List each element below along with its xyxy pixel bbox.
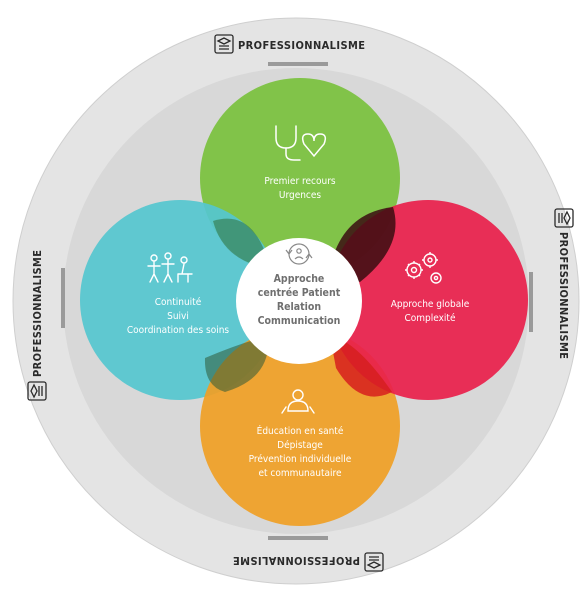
band-label-left-group: PROFESSIONNALISME (27, 250, 47, 401)
people-group-icon (147, 252, 193, 283)
graduate-book-icon (364, 552, 384, 572)
band-tick-bottom (268, 536, 328, 540)
band-label-left: PROFESSIONNALISME (31, 250, 44, 377)
band-label-bottom: PROFESSIONNALISME (233, 554, 360, 567)
overlap-bottom-right (330, 336, 392, 397)
stethoscope-heart-icon (275, 125, 327, 161)
right-line-1: Approche globale (391, 299, 470, 310)
bottom-line-2: Dépistage (277, 439, 323, 451)
band-tick-left (61, 268, 65, 328)
center-line-3: Relation (277, 301, 321, 313)
band-label-top-group: PROFESSIONNALISME (214, 34, 365, 54)
gears-icon (405, 252, 442, 284)
center-line-2: centrée Patient (258, 287, 341, 299)
outer-ring-edge (12, 17, 580, 585)
graduate-book-icon (554, 208, 574, 228)
top-line-1: Premier recours (264, 176, 335, 187)
child-care-icon (281, 389, 315, 414)
band-label-top: PROFESSIONNALISME (238, 39, 365, 52)
graduate-book-icon (214, 34, 234, 54)
left-line-2: Suivi (167, 311, 189, 322)
top-line-2: Urgences (279, 190, 322, 201)
bottom-line-4: et communautaire (258, 468, 342, 479)
patient-cycle-icon (285, 243, 313, 265)
bottom-line-1: Éducation en santé (257, 424, 344, 437)
center-line-1: Approche (274, 273, 325, 285)
band-tick-top (268, 62, 328, 66)
left-line-1: Continuité (155, 296, 202, 308)
right-line-2: Complexité (404, 312, 455, 324)
bottom-line-3: Prévention individuelle (249, 453, 352, 465)
center-line-4: Communication (258, 315, 341, 327)
left-line-3: Coordination des soins (127, 325, 230, 336)
graduate-book-icon (27, 381, 47, 401)
center-circle (236, 238, 362, 364)
overlap-bottom-left (204, 336, 269, 392)
band-label-bottom-group: PROFESSIONNALISME (233, 552, 384, 572)
band-label-right: PROFESSIONNALISME (557, 232, 570, 359)
band-tick-right (529, 272, 533, 332)
band-label-right-group: PROFESSIONNALISME (554, 208, 574, 359)
